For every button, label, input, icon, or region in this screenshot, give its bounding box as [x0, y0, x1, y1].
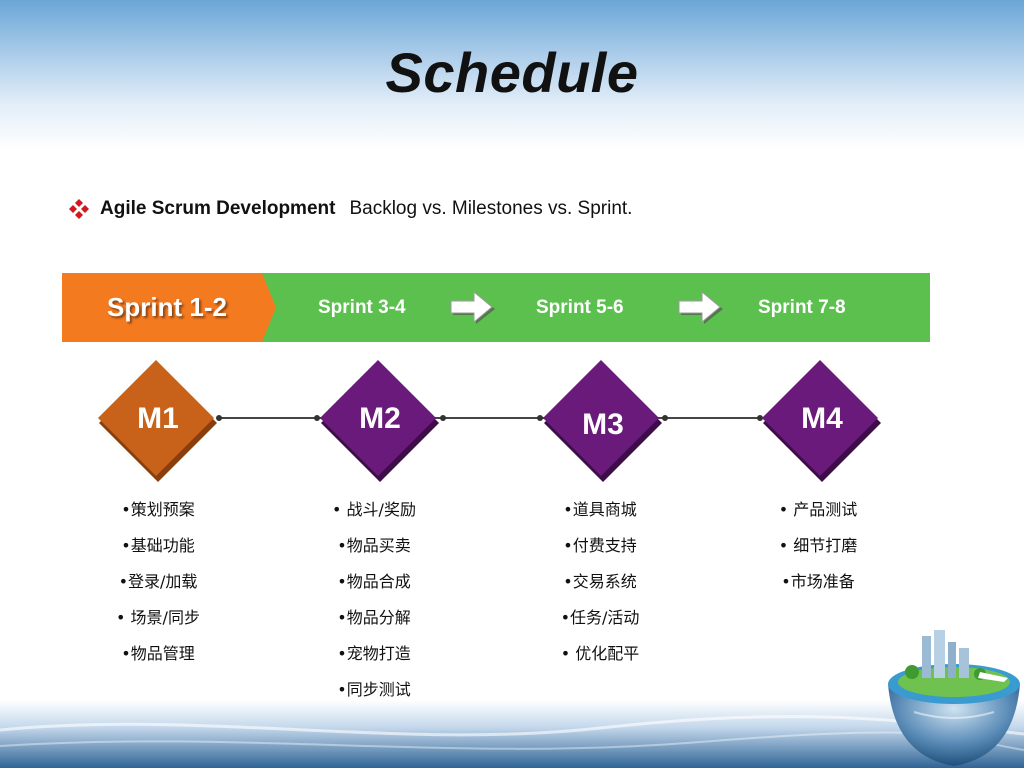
sprint-current: Sprint 1-2 [62, 273, 276, 342]
milestone-label: M2 [359, 402, 401, 435]
bullet-text: Backlog vs. Milestones vs. Sprint. [349, 198, 633, 219]
milestone-m4-tasks: • 产品测试 • 细节打磨 •市场准备 [738, 498, 898, 606]
connector-dot [537, 415, 543, 421]
list-item: • 细节打磨 [778, 536, 858, 555]
list-item: • 优化配平 [560, 644, 640, 663]
milestone-label: M4 [801, 402, 843, 435]
milestone-diamond-shape [320, 360, 439, 482]
list-item: •市场准备 [781, 572, 855, 591]
list-item: •任务/活动 [560, 608, 640, 627]
milestone-label: M1 [137, 402, 179, 435]
right-arrow-icon [450, 290, 495, 324]
milestone-m1-tasks: •策划预案 •基础功能 •登录/加载 • 场景/同步 •物品管理 [78, 498, 238, 678]
list-item: •宠物打造 [337, 644, 411, 663]
list-item: •物品合成 [337, 572, 411, 591]
sprint-label-3: Sprint 5-6 [536, 296, 624, 318]
milestone-diamond-shape [762, 360, 881, 482]
footer-wave-decoration [0, 700, 1024, 768]
list-item: •物品管理 [121, 644, 195, 663]
list-item: • 产品测试 [778, 500, 858, 519]
bullet-bold-text: Agile Scrum Development [100, 198, 336, 219]
list-item: •付费支持 [563, 536, 637, 555]
list-item: • 战斗/奖励 [332, 500, 416, 519]
connector-dot [757, 415, 763, 421]
globe-city-icon [888, 630, 1020, 766]
list-item: •基础功能 [121, 536, 195, 555]
milestone-diamond-shape [98, 360, 217, 482]
list-item: •道具商城 [563, 500, 637, 519]
connector-dot [216, 415, 222, 421]
list-item: •同步测试 [337, 680, 411, 699]
connector-dot [662, 415, 668, 421]
sprint-label-2: Sprint 3-4 [318, 296, 406, 318]
right-arrow-icon [678, 290, 723, 324]
milestone-label: M3 [582, 408, 624, 441]
sprint-label-1: Sprint 1-2 [107, 292, 227, 322]
sprint-label-4: Sprint 7-8 [758, 296, 846, 318]
header-gradient [0, 0, 1024, 150]
milestone-m2: M2 [318, 360, 442, 484]
milestone-m3-tasks: •道具商城 •付费支持 •交易系统 •任务/活动 • 优化配平 [520, 498, 680, 678]
diamond-cluster-icon [69, 199, 89, 219]
list-item: •策划预案 [121, 500, 195, 519]
list-item: •交易系统 [563, 572, 637, 591]
list-item: • 场景/同步 [116, 608, 200, 627]
milestone-connector-line [220, 417, 760, 419]
agile-bullet: Agile Scrum Development Backlog vs. Mile… [68, 196, 632, 222]
list-item: •登录/加载 [118, 572, 198, 591]
sprint-timeline-bar: Sprint 1-2 Sprint 3-4 Sprint 5-6 Sprint … [62, 273, 930, 342]
list-item: •物品分解 [337, 608, 411, 627]
milestone-m1: M1 [96, 360, 220, 484]
list-item: •物品买卖 [337, 536, 411, 555]
slide-title: Schedule [385, 41, 639, 104]
connector-dot [314, 415, 320, 421]
milestone-m3: M3 [541, 360, 665, 484]
milestone-m2-tasks: • 战斗/奖励 •物品买卖 •物品合成 •物品分解 •宠物打造 •同步测试 [294, 498, 454, 714]
milestone-m4: M4 [760, 360, 884, 484]
connector-dot [440, 415, 446, 421]
milestone-diamond-shape [543, 360, 662, 482]
